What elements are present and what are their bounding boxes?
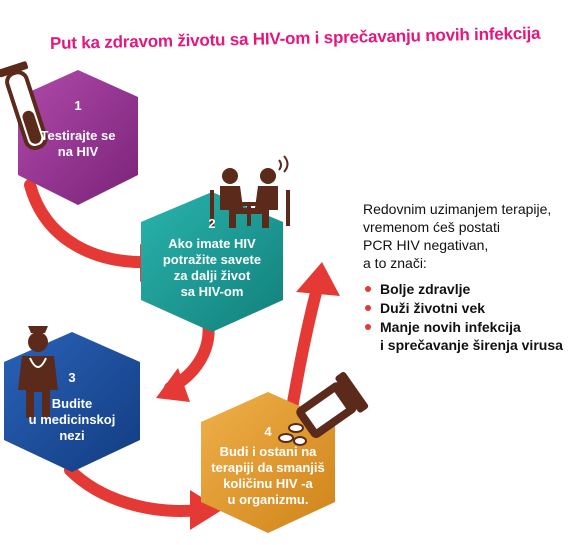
step-2-label: Ako imate HIV potražite savete za dalji … [162, 236, 262, 299]
step-4-text: 4 Budi i ostani na terapiji da smanjiš k… [204, 424, 332, 508]
arrow-4-up [284, 262, 340, 426]
step-1-text: 1 Testirajte se na HIV [30, 98, 126, 160]
doctor-icon [18, 326, 58, 418]
benefit-label: Bolje zdravlje [380, 281, 471, 297]
benefit-item: Bolje zdravlje [363, 280, 578, 298]
step-3-text: 3 Budite u medicinskoj nezi [14, 370, 130, 444]
bullet-icon [365, 305, 371, 311]
arrow-3-to-4 [64, 464, 222, 530]
benefit-label: Duži životni vek [380, 300, 486, 316]
benefit-item: Manje novih infekcija i sprečavanje šire… [363, 318, 578, 354]
step-3-number: 3 [68, 370, 76, 385]
step-1-hexagon [18, 70, 138, 205]
step-2-text: 2 Ako imate HIV potražite savete za dalj… [148, 216, 276, 300]
step-4-label: Budi i ostani na terapiji da smanjiš kol… [211, 444, 325, 507]
bullet-icon [365, 286, 371, 292]
step-3-label: Budite u medicinskoj nezi [28, 396, 116, 443]
step-2-hexagon [141, 192, 283, 332]
counseling-icon [210, 155, 290, 228]
arrow-2-to-3 [156, 316, 215, 402]
step-4-number: 4 [264, 424, 272, 439]
test-tube-icon [0, 61, 48, 150]
step-2-number: 2 [208, 216, 216, 231]
benefit-item: Duži životni vek [363, 299, 578, 317]
step-1-number: 1 [74, 98, 82, 113]
benefit-label: Manje novih infekcija i sprečavanje šire… [380, 319, 563, 353]
benefits-note: Redovnim uzimanjem terapije, vremenom će… [363, 200, 578, 355]
pill-bottle-icon [278, 372, 369, 446]
benefits-list: Bolje zdravlje Duži životni vek Manje no… [363, 280, 578, 354]
note-intro: Redovnim uzimanjem terapije, vremenom će… [363, 201, 552, 271]
step-1-label: Testirajte se na HIV [40, 128, 116, 159]
bullet-icon [365, 324, 371, 330]
